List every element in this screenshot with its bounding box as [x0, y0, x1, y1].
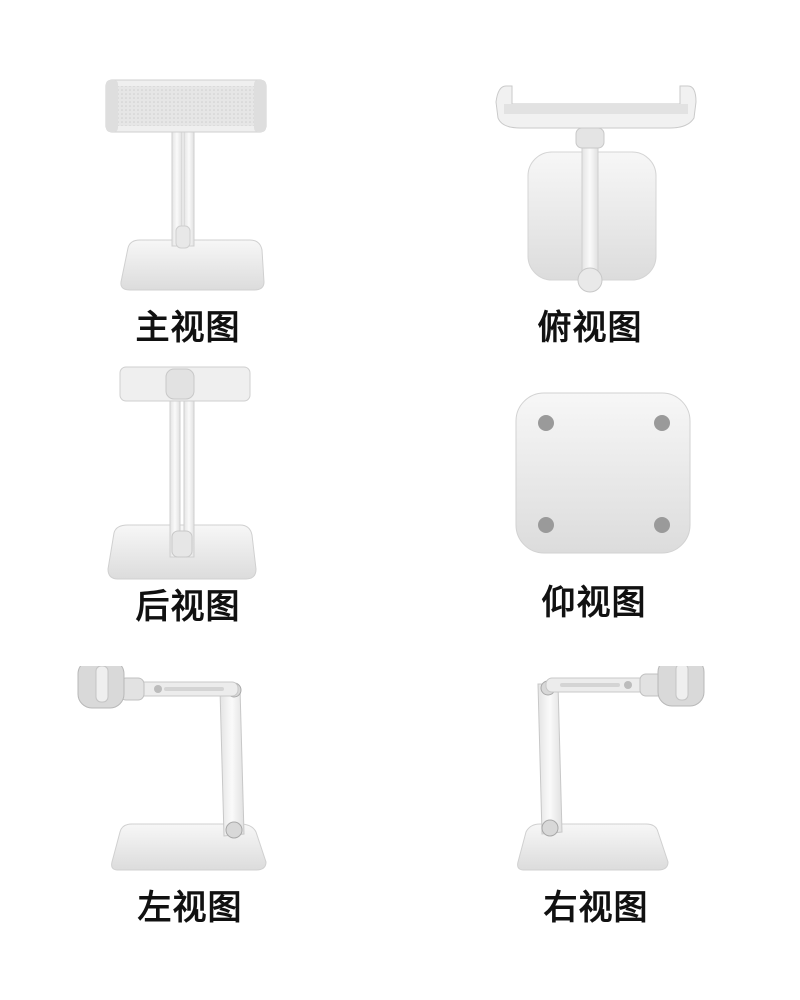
front-view-caption: 主视图 [135, 308, 241, 348]
top-view-image [495, 85, 697, 293]
right-view-image [517, 666, 705, 871]
left-view-caption: 左视图 [137, 888, 243, 928]
top-view-caption: 俯视图 [537, 308, 643, 348]
back-view-panel: 后视图 [0, 333, 400, 666]
pad-2 [654, 415, 670, 431]
back-view-image [107, 366, 257, 580]
bottom-view-caption: 仰视图 [541, 583, 647, 623]
bottom-view-image [515, 392, 691, 554]
back-view-caption: 后视图 [135, 587, 241, 627]
left-view-panel: 左视图 [0, 666, 400, 999]
right-view-caption: 右视图 [543, 888, 649, 928]
pad-1 [538, 415, 554, 431]
top-view-panel: 俯视图 [400, 0, 800, 348]
left-view-image [77, 666, 267, 871]
bottom-view-panel: 仰视图 [400, 333, 800, 666]
pad-3 [538, 517, 554, 533]
right-view-panel: 右视图 [400, 666, 800, 999]
front-view-panel: 主视图 [0, 0, 400, 348]
pad-4 [654, 517, 670, 533]
front-view-image [105, 79, 267, 291]
